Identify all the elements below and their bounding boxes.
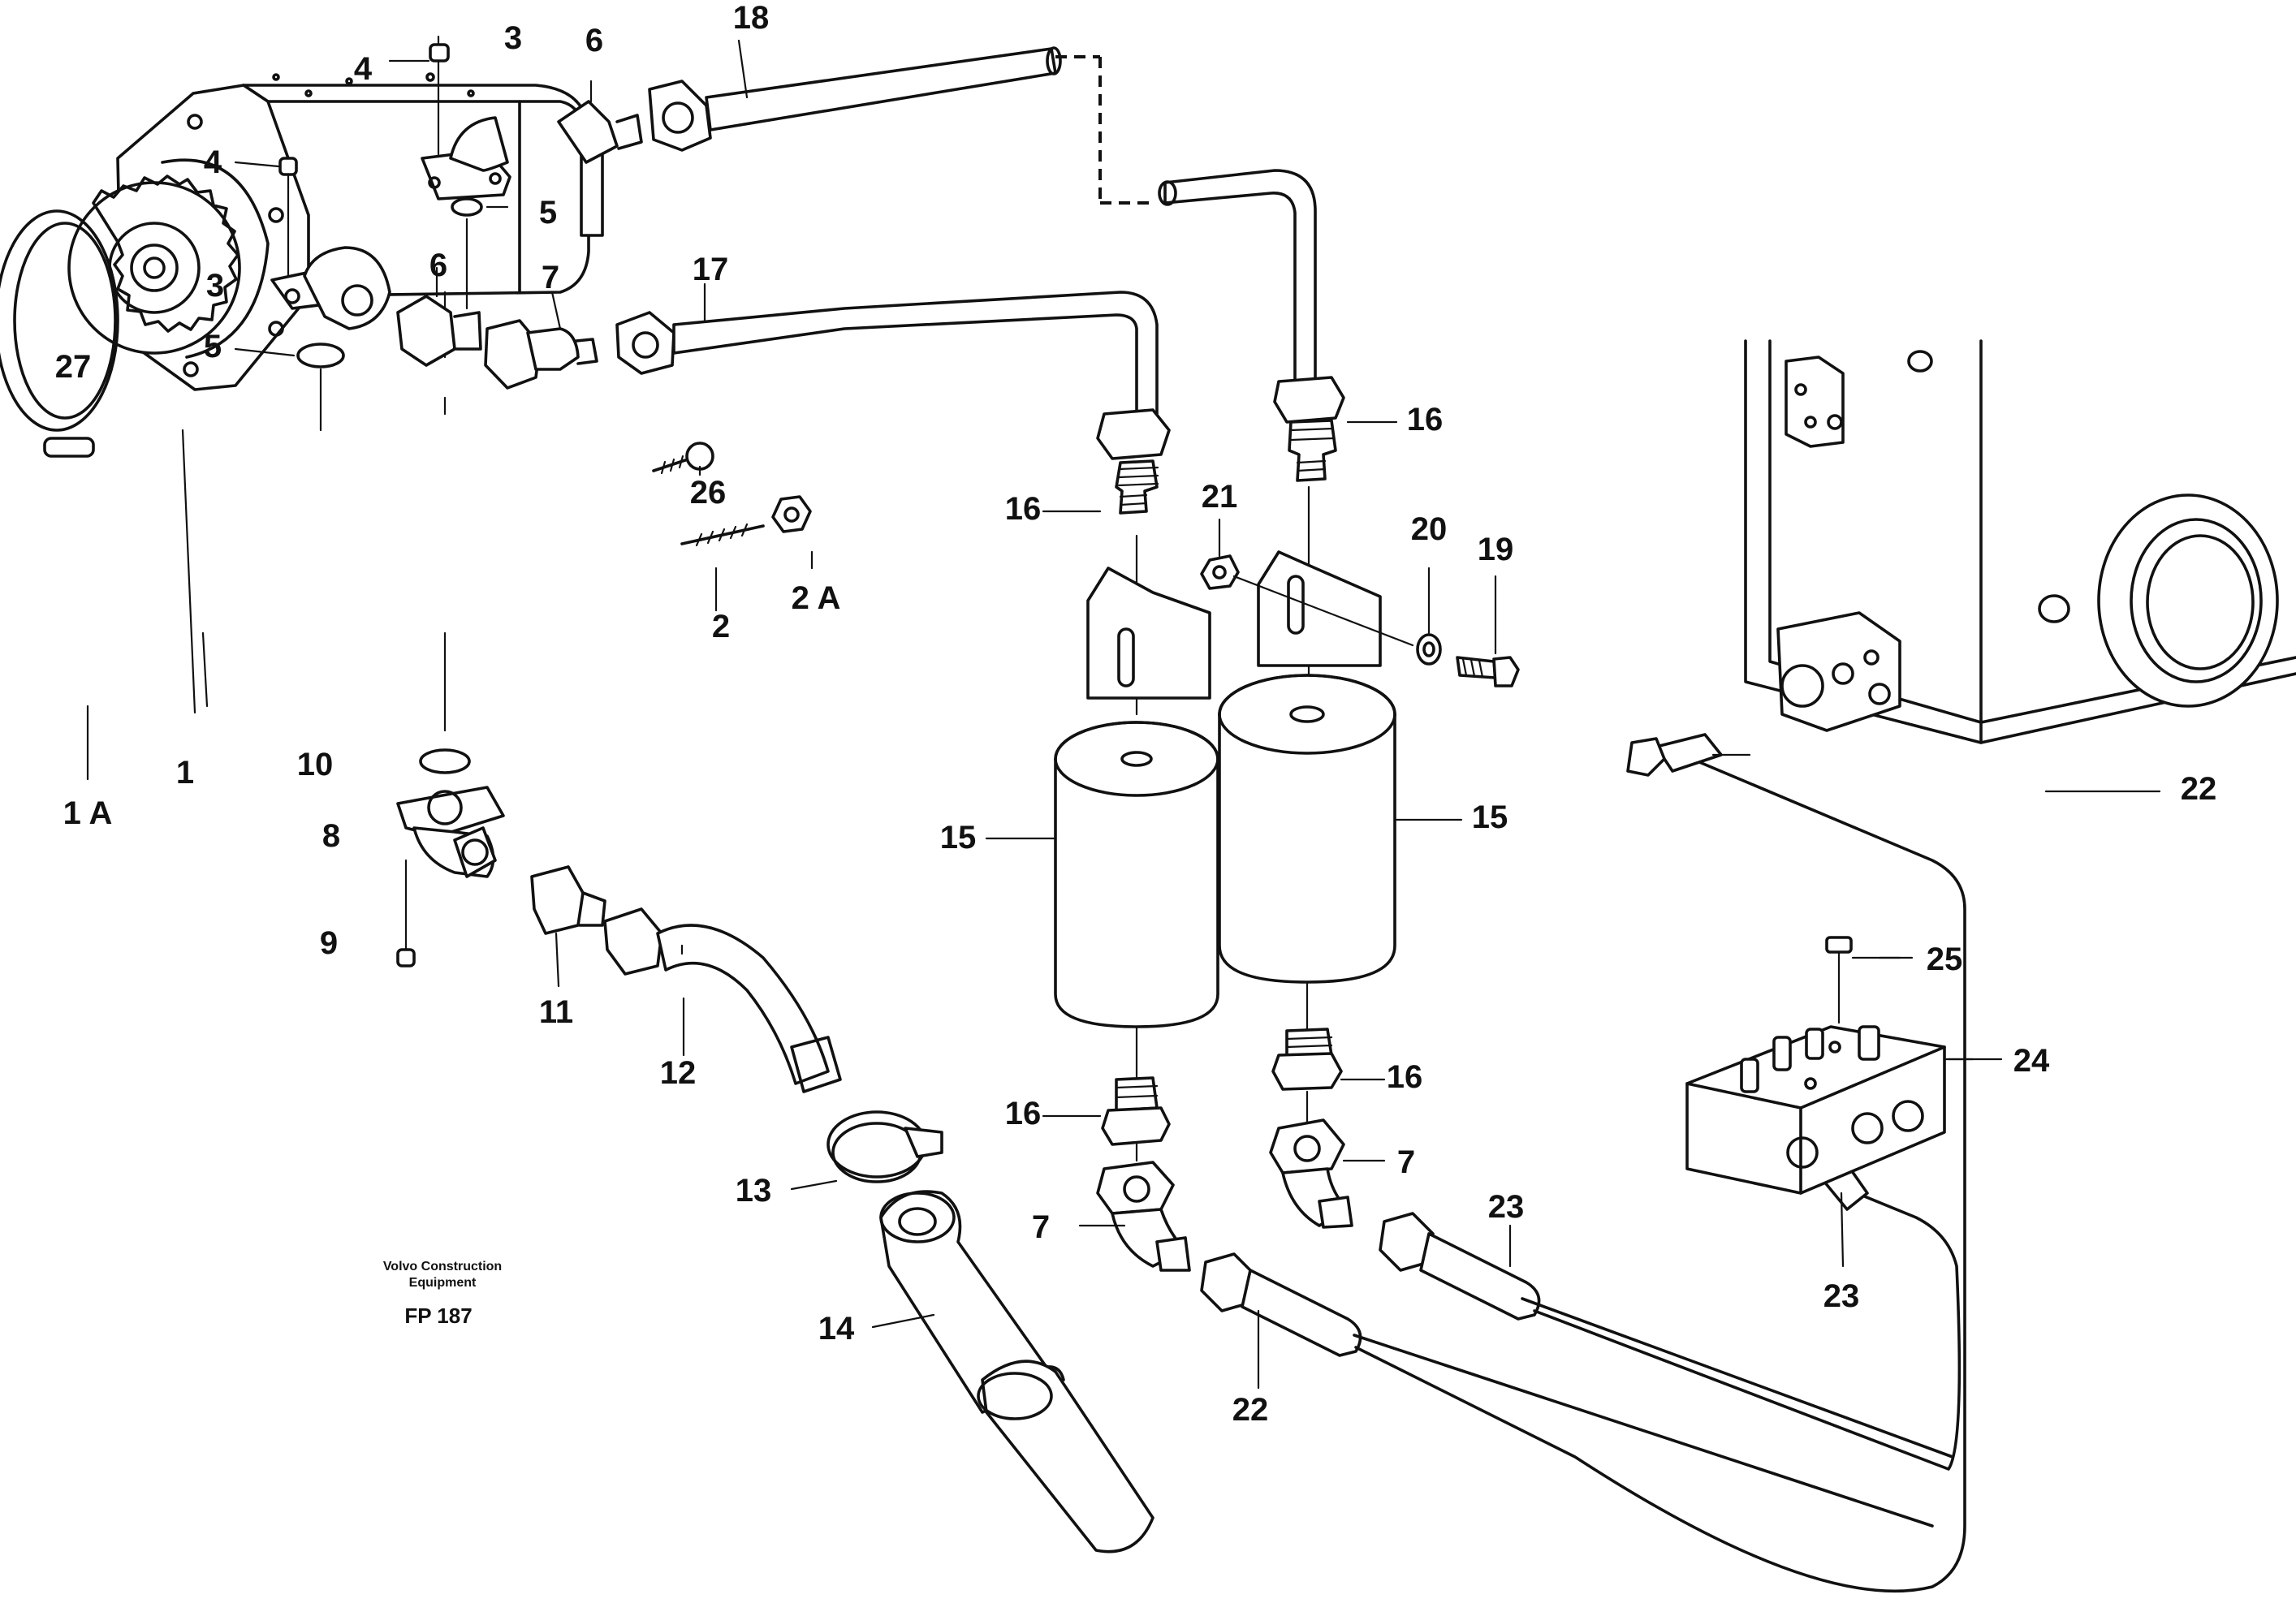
label-2a: 2 A xyxy=(792,580,841,616)
label-10: 10 xyxy=(297,747,334,782)
brand-block: Volvo Construction Equipment FP 187 xyxy=(383,1260,502,1328)
valve-block xyxy=(1685,936,1974,1195)
label-20: 20 xyxy=(1411,511,1448,547)
washer-20 xyxy=(1416,633,1442,666)
label-22-right: 22 xyxy=(2181,771,2217,807)
label-16-left-bottom: 16 xyxy=(1005,1096,1042,1131)
label-4-mid: 4 xyxy=(204,144,222,180)
nut-21 xyxy=(1200,554,1240,590)
label-17: 17 xyxy=(693,252,729,287)
upper-elbow-assembly xyxy=(388,35,1317,383)
label-16-right-bottom: 16 xyxy=(1387,1059,1423,1095)
left-filter xyxy=(1054,408,1219,1272)
label-16-left-top: 16 xyxy=(1005,491,1042,527)
brand-line-1: Volvo Construction xyxy=(383,1260,502,1273)
figure-code: FP 187 xyxy=(404,1304,472,1328)
label-9: 9 xyxy=(320,925,338,961)
hydraulic-motor xyxy=(0,72,812,547)
label-7-right: 7 xyxy=(1397,1144,1415,1180)
label-27: 27 xyxy=(55,349,92,385)
label-16-right-top: 16 xyxy=(1407,402,1444,437)
lower-elbow-assembly xyxy=(234,157,1159,432)
label-25: 25 xyxy=(1927,942,1963,977)
label-5-top: 5 xyxy=(539,195,557,231)
label-18: 18 xyxy=(733,0,770,36)
label-22-bottom: 22 xyxy=(1232,1392,1269,1428)
label-1a: 1 A xyxy=(63,795,113,831)
label-19: 19 xyxy=(1478,532,1514,567)
label-15-right: 15 xyxy=(1472,799,1508,835)
label-5-mid: 5 xyxy=(204,329,222,364)
suction-assembly xyxy=(396,748,1154,1554)
label-4-top: 4 xyxy=(354,51,373,87)
label-14: 14 xyxy=(818,1311,855,1347)
label-24: 24 xyxy=(2013,1043,2050,1079)
label-3-mid: 3 xyxy=(206,268,224,304)
label-23-right: 23 xyxy=(1823,1278,1860,1314)
label-6-top: 6 xyxy=(585,23,603,58)
label-15-left: 15 xyxy=(940,820,977,855)
label-11: 11 xyxy=(539,994,573,1030)
label-2: 2 xyxy=(712,609,730,644)
label-7-top: 7 xyxy=(542,260,559,295)
right-filter xyxy=(1218,376,1396,1229)
tank-frame xyxy=(1744,339,2296,744)
label-13: 13 xyxy=(736,1173,772,1209)
label-7-left: 7 xyxy=(1032,1209,1050,1245)
label-6-mid: 6 xyxy=(429,248,447,283)
label-8: 8 xyxy=(322,818,340,854)
label-12: 12 xyxy=(660,1055,697,1091)
label-23-left: 23 xyxy=(1488,1189,1525,1225)
brand-line-2: Equipment xyxy=(409,1276,477,1290)
label-3-top: 3 xyxy=(504,20,522,56)
part-labels: 1 1 A 2 2 A 3 3 4 4 5 5 6 6 7 7 7 8 9 10… xyxy=(55,0,2217,1428)
label-1: 1 xyxy=(176,755,194,791)
label-26: 26 xyxy=(690,475,727,511)
label-21: 21 xyxy=(1202,479,1238,515)
